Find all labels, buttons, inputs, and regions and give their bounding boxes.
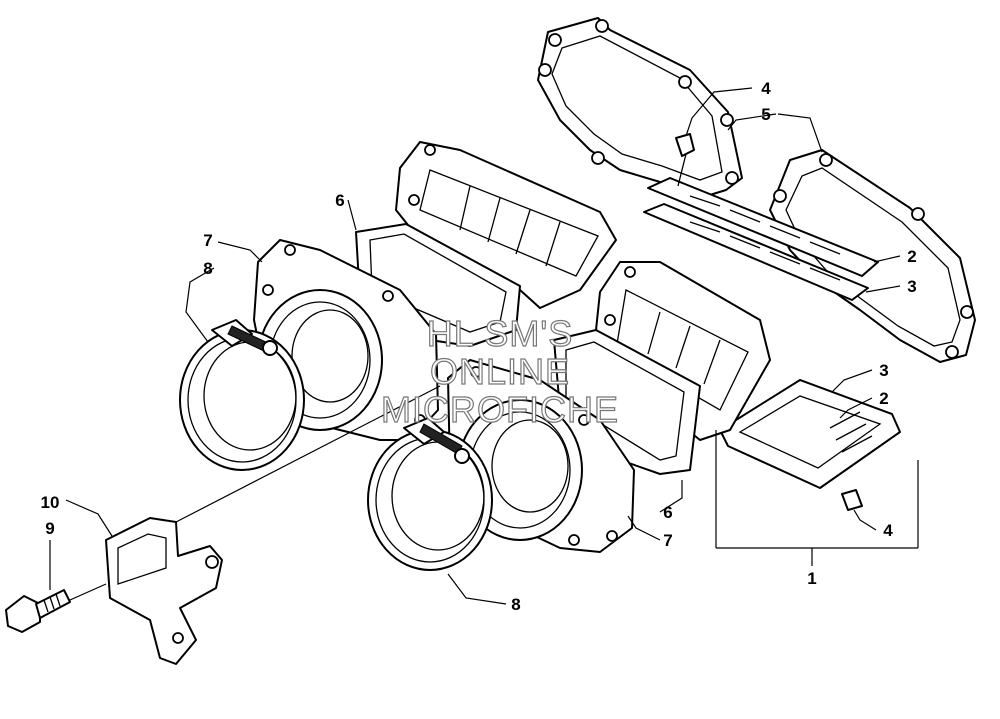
callout-3-lower: 3 — [879, 361, 888, 380]
callout-5: 5 — [761, 105, 770, 124]
callout-labels: 1 2 2 3 3 4 4 5 6 6 7 7 8 8 9 10 — [41, 79, 917, 614]
gasket-upper — [537, 17, 743, 199]
reed-block-upper — [395, 141, 617, 309]
callout-3-upper: 3 — [907, 277, 916, 296]
screw-upper — [675, 133, 695, 187]
callout-2-upper: 2 — [907, 247, 916, 266]
clamp-upper — [179, 319, 305, 471]
bracket — [105, 517, 223, 665]
screw-lower — [841, 489, 863, 511]
callout-4-lower: 4 — [883, 521, 893, 540]
reed-block-lower — [595, 261, 771, 441]
callout-4-upper: 4 — [761, 79, 771, 98]
bolt — [5, 589, 71, 633]
watermark-line-3: MICROFICHE — [381, 389, 619, 430]
gasket-lower — [769, 149, 976, 363]
callout-8-upper: 8 — [203, 259, 212, 278]
callout-10: 10 — [41, 493, 60, 512]
callout-9: 9 — [45, 519, 54, 538]
alignment-lines — [69, 385, 919, 601]
callout-6-lower: 6 — [663, 503, 672, 522]
callout-1: 1 — [807, 569, 816, 588]
watermark: HL SM'S ONLINE MICROFICHE — [380, 312, 619, 430]
callout-7-upper: 7 — [203, 231, 212, 250]
watermark-line-1: HL SM'S — [427, 313, 574, 354]
clamp-lower — [367, 417, 493, 571]
callout-7-lower: 7 — [663, 531, 672, 550]
callout-6-upper: 6 — [335, 191, 344, 210]
callout-8-lower: 8 — [511, 595, 520, 614]
leader-lines — [49, 87, 901, 605]
watermark-line-2: ONLINE — [430, 351, 570, 392]
reed-plates-upper — [643, 177, 879, 301]
callout-2-lower: 2 — [879, 389, 888, 408]
